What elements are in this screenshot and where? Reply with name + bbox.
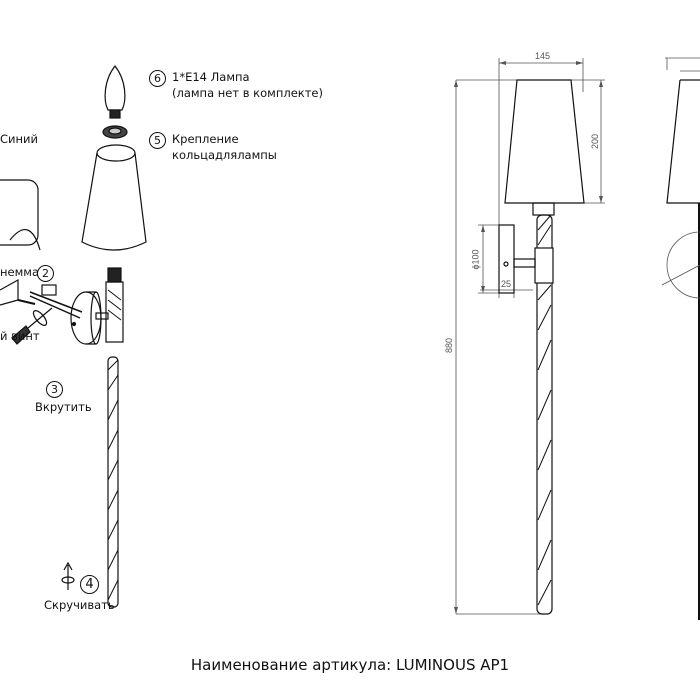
step-2-number: ②2 bbox=[37, 265, 54, 282]
detail-box bbox=[0, 179, 39, 246]
step-6-number: ⑥6 bbox=[149, 70, 166, 87]
step-5-label: Крепление bbox=[172, 132, 239, 146]
step-4-label: Скручивать bbox=[44, 598, 115, 612]
socket-tube-icon bbox=[105, 267, 124, 343]
step-3-number: ③3 bbox=[46, 381, 63, 398]
side-view-lamp bbox=[661, 79, 700, 620]
bulb-icon bbox=[104, 65, 126, 119]
dim-plate-diameter: ϕ100 bbox=[470, 249, 481, 270]
step-5-number: ⑤5 bbox=[149, 132, 166, 149]
twist-arrow-icon bbox=[61, 561, 75, 590]
lamp-ring-icon bbox=[102, 125, 128, 139]
wire-blue-label: Синий bbox=[0, 132, 38, 146]
lamp-shade-icon bbox=[81, 144, 147, 251]
screwdriver-icon bbox=[11, 307, 53, 345]
dim-shade-height: 200 bbox=[590, 133, 601, 150]
dim-total-height: 880 bbox=[444, 337, 455, 354]
dim-shade-width: 145 bbox=[535, 51, 551, 61]
dim-plate-depth: 25 bbox=[501, 279, 512, 289]
wall-plate-icon bbox=[70, 291, 109, 345]
step-6-label: 1*E14 Лампа bbox=[172, 70, 250, 84]
step-5-label-2: кольцадлялампы bbox=[172, 148, 277, 162]
screw-label: й винт bbox=[0, 329, 40, 343]
terminal-label: немма bbox=[0, 265, 39, 279]
rod-icon bbox=[107, 356, 119, 608]
article-name: Наименование артикула: LUMINOUS AP1 bbox=[190, 656, 510, 674]
front-view-lamp bbox=[498, 79, 585, 615]
wires-terminal-icon bbox=[0, 278, 83, 319]
step-4-number: ④4 bbox=[80, 575, 99, 594]
callout-line bbox=[9, 229, 41, 251]
step-6-note: (лампа нет в комплекте) bbox=[172, 86, 323, 100]
step-3-label: Вкрутить bbox=[35, 400, 92, 414]
